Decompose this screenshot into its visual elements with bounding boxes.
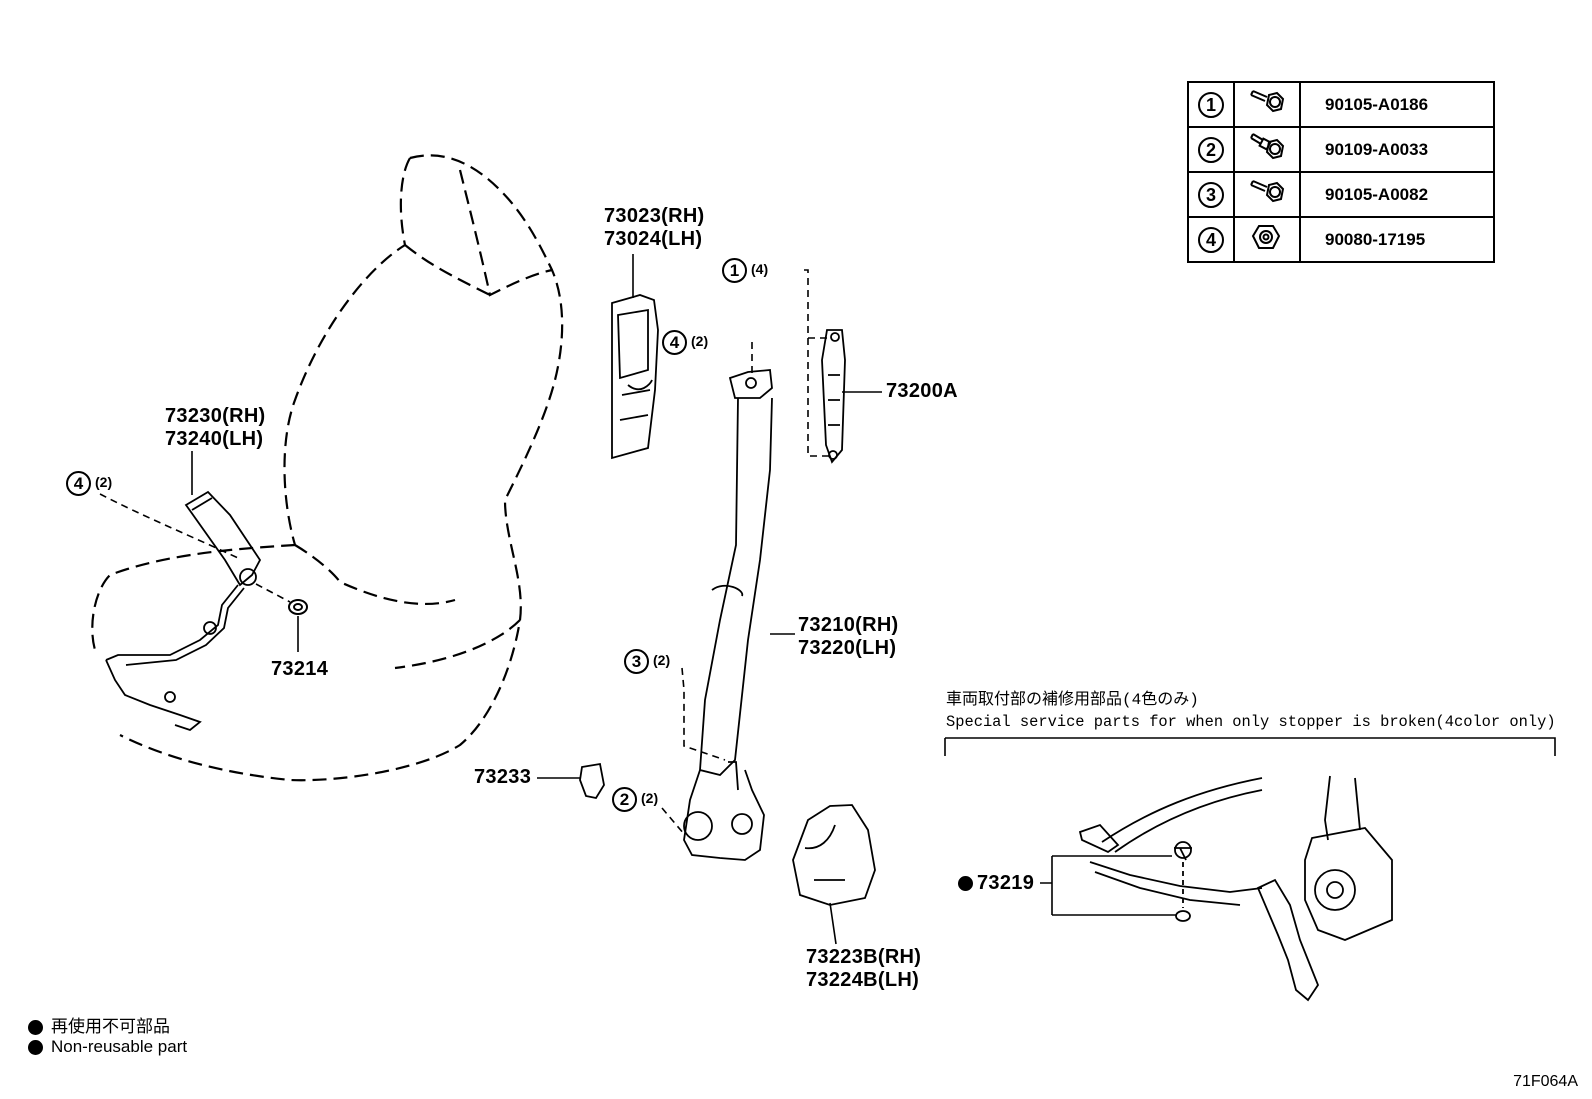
pillar-garnish — [611, 294, 659, 460]
non-reusable-dot — [958, 876, 973, 892]
flange-nut-icon — [1251, 225, 1281, 249]
service-note-jp: 車両取付部の補修用部品(4色のみ) — [946, 691, 1199, 709]
callout-qty: (2) — [95, 474, 113, 490]
fastener-part-no: 90080-17195 — [1299, 216, 1495, 263]
fastener-row: 2 90109-A0033 — [1187, 126, 1495, 173]
part-label-73223b: 73223B(RH) — [806, 946, 922, 968]
seat-belt-assembly — [683, 369, 773, 861]
legend-dot — [28, 1040, 43, 1056]
fastener-table: 1 90105-A0186 2 90109-A0033 3 90105-A008… — [1187, 81, 1495, 263]
shoulder-anchor-adjuster — [821, 329, 846, 464]
callout-3: 3(2) — [624, 648, 670, 674]
anchor-cap — [579, 762, 605, 800]
fastener-ref: 4 — [1198, 226, 1224, 253]
callout-ref: 4 — [662, 329, 687, 355]
fastener-part-no: 90105-A0082 — [1299, 171, 1495, 218]
part-label-73023: 73023(RH) — [604, 205, 705, 227]
fastener-part-no: 90109-A0033 — [1299, 126, 1495, 173]
retractor-cover — [792, 804, 876, 906]
part-label-73219: 73219 — [958, 872, 1034, 895]
part-label-73024: 73024(LH) — [604, 228, 703, 250]
legend-jp-text: 再使用不可部品 — [51, 1017, 170, 1036]
legend-dot — [28, 1020, 43, 1036]
part-label-73224b: 73224B(LH) — [806, 969, 920, 991]
legend-jp: 再使用不可部品 — [28, 1012, 170, 1037]
callout-ref: 3 — [624, 648, 649, 674]
callout-ref: 2 — [612, 786, 637, 812]
part-label-73219-text: 73219 — [977, 872, 1035, 894]
seat-outline — [91, 154, 564, 782]
fastener-part-no: 90105-A0186 — [1299, 81, 1495, 128]
fastener-row: 4 90080-17195 — [1187, 216, 1495, 263]
fastener-row: 3 90105-A0082 — [1187, 171, 1495, 218]
flange-bolt-icon — [1250, 180, 1285, 203]
seat-belt-buckle — [105, 490, 262, 732]
callout-ref: 4 — [66, 470, 91, 496]
dashed-leaders — [99, 269, 830, 835]
solid-leaders — [191, 254, 1556, 945]
part-label-73220: 73220(LH) — [798, 637, 897, 659]
part-label-73210: 73210(RH) — [798, 614, 899, 636]
flange-bolt-icon — [1250, 90, 1285, 113]
callout-2: 2(2) — [612, 786, 658, 812]
callout-4-left: 4(2) — [66, 470, 112, 496]
fastener-ref: 3 — [1198, 181, 1224, 208]
part-label-73230: 73230(RH) — [165, 405, 266, 427]
fastener-ref: 1 — [1198, 91, 1224, 118]
callout-qty: (2) — [691, 333, 709, 349]
fastener-ref: 2 — [1198, 136, 1224, 163]
callout-4-top: 4(2) — [662, 329, 708, 355]
part-label-73200a: 73200A — [886, 380, 958, 402]
callout-qty: (2) — [653, 652, 671, 668]
callout-ref: 1 — [722, 257, 747, 283]
callout-qty: (4) — [751, 261, 769, 277]
part-label-73214: 73214 — [271, 658, 329, 680]
shoulder-bolt-icon — [1250, 133, 1285, 160]
legend-en: Non-reusable part — [28, 1037, 187, 1057]
diagram-code: 71F064A — [1513, 1073, 1578, 1090]
service-note-en: Special service parts for when only stop… — [946, 713, 1556, 731]
part-label-73240: 73240(LH) — [165, 428, 264, 450]
callout-qty: (2) — [641, 790, 659, 806]
part-label-73233: 73233 — [474, 766, 532, 788]
washer-73214 — [288, 599, 308, 615]
fastener-row: 1 90105-A0186 — [1187, 81, 1495, 128]
callout-1: 1(4) — [722, 257, 768, 283]
legend-en-text: Non-reusable part — [51, 1037, 188, 1056]
service-detail — [1078, 775, 1393, 1002]
